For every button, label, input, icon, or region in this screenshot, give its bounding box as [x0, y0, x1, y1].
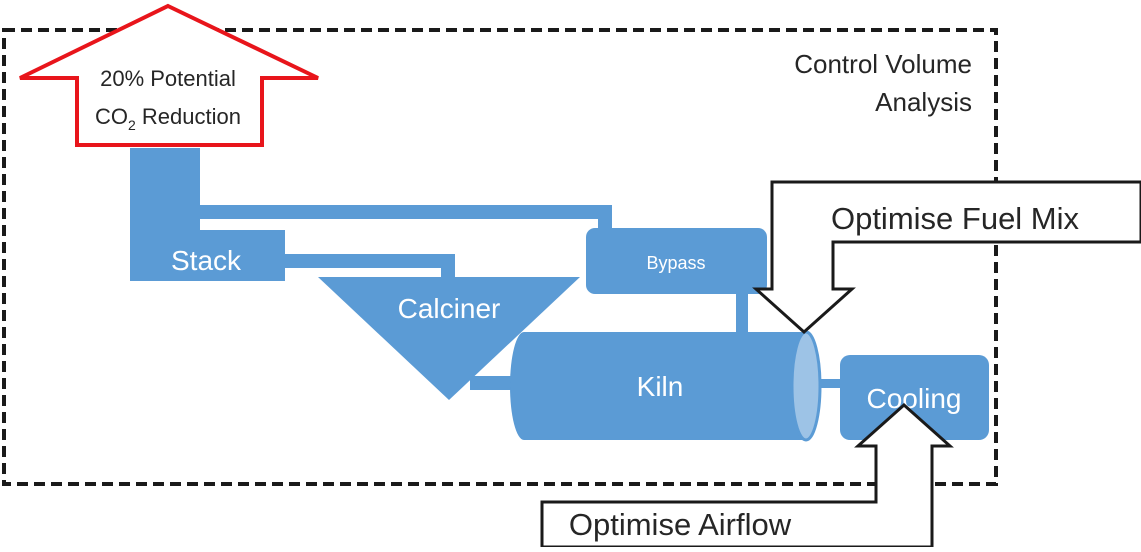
pipe-kiln-to-cooling — [818, 379, 842, 388]
kiln-end-cap — [790, 330, 822, 442]
co2-suffix: Reduction — [136, 104, 241, 129]
control-volume-boundary — [2, 28, 998, 486]
pipe-bypass-to-kiln — [736, 288, 748, 334]
co2-reduction-line1: 20% Potential — [100, 66, 236, 91]
pipe-calciner-to-kiln — [470, 376, 520, 390]
fuel-mix-callout-arrow — [752, 180, 1141, 335]
pipe-stack-to-calciner-vertical — [441, 254, 455, 278]
co2-prefix: CO — [95, 104, 128, 129]
co2-reduction-line2: CO2 Reduction — [95, 104, 241, 133]
control-volume-line1: Control Volume — [794, 49, 972, 79]
stack-shape — [130, 148, 285, 281]
stack-label: Stack — [171, 245, 242, 276]
cooling-label: Cooling — [867, 383, 962, 414]
fuel-mix-label: Optimise Fuel Mix — [831, 201, 1080, 236]
co2-subscript: 2 — [128, 117, 136, 133]
pipes — [200, 205, 842, 390]
kiln-body — [510, 332, 806, 440]
co2-reduction-arrow — [19, 3, 319, 147]
pipe-stack-to-bypass-vertical — [598, 205, 612, 235]
bypass-label: Bypass — [646, 253, 705, 273]
calciner-label: Calciner — [398, 293, 501, 324]
cooling-box — [840, 355, 989, 440]
airflow-label: Optimise Airflow — [569, 507, 792, 542]
kiln-cylinder — [510, 330, 822, 442]
control-volume-line2: Analysis — [875, 87, 972, 117]
bypass-box — [586, 228, 767, 294]
kiln-label: Kiln — [637, 371, 684, 402]
pipe-stack-to-calciner-horizontal — [285, 254, 455, 268]
calciner-shape — [318, 277, 580, 400]
pipe-stack-to-bypass-horizontal — [200, 205, 612, 219]
